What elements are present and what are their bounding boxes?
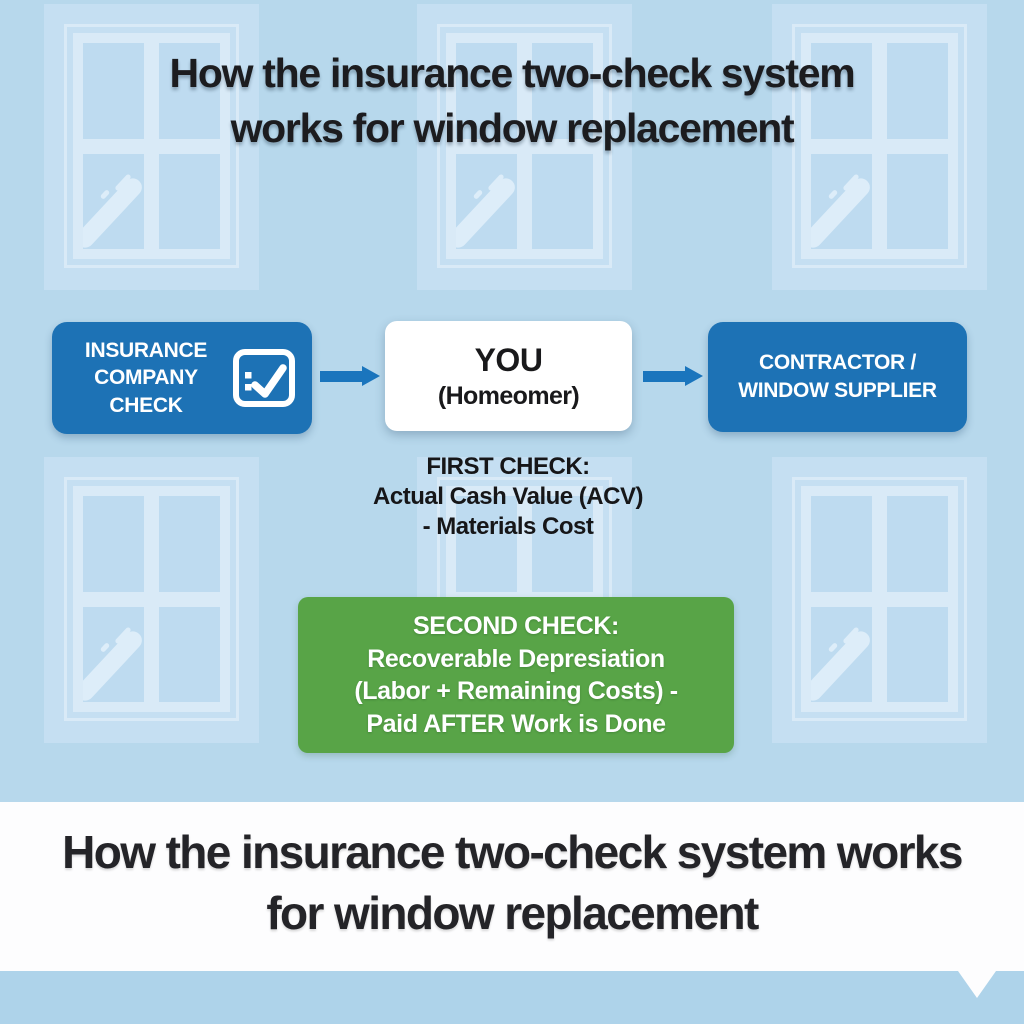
window-pane [811, 496, 872, 592]
window-pane [456, 153, 517, 249]
you-box-subtitle: (Homeomer) [437, 381, 580, 410]
window-pane [456, 496, 517, 592]
window-frame [792, 477, 967, 721]
glass-glare-dash [99, 188, 111, 200]
window-pane [811, 43, 872, 139]
contractor-supplier-box: CONTRACTOR / WINDOW SUPPLIER [708, 322, 967, 432]
window-pane [887, 153, 948, 249]
window-pane [83, 43, 144, 139]
window-pane [811, 153, 872, 249]
glass-glare [811, 174, 872, 249]
label-line: CONTRACTOR / [758, 350, 916, 374]
title-line: How the insurance two-check system [169, 50, 856, 96]
glass-glare [83, 174, 144, 249]
first-check-line: - Materials Cost [422, 512, 594, 540]
window-illustration [772, 457, 987, 743]
window-frame [64, 477, 239, 721]
you-box-title: YOU [474, 341, 543, 378]
window-pane [887, 496, 948, 592]
window-pane [532, 43, 593, 139]
label-line: CHECK [109, 393, 183, 417]
insurance-company-check-box: INSURANCE COMPANY CHECK [52, 322, 312, 434]
glass-glare [83, 627, 144, 702]
first-check-line: Actual Cash Value (ACV) [373, 482, 643, 510]
window-frame [64, 24, 239, 268]
second-check-line: (Labor + Remaining Costs) - [354, 677, 678, 705]
window-panes [446, 33, 603, 259]
arrow-shaft [320, 371, 362, 382]
window-pane [159, 153, 220, 249]
window-illustration [44, 457, 259, 743]
window-illustration [772, 4, 987, 290]
window-pane [811, 606, 872, 702]
label-line: INSURANCE [84, 339, 208, 363]
insurance-company-check-label: INSURANCE COMPANY CHECK [52, 337, 232, 419]
first-check-line: FIRST CHECK: [426, 453, 590, 480]
bottom-strip [0, 971, 1024, 1024]
window-pane [83, 606, 144, 702]
arrow-head [362, 366, 380, 386]
window-pane [83, 496, 144, 592]
glass-glare-dash [827, 641, 839, 653]
band-tail-pointer [958, 971, 996, 998]
label-line: WINDOW SUPPLIER [738, 379, 937, 402]
window-panes [73, 486, 230, 712]
window-pane [83, 153, 144, 249]
glass-glare-dash [99, 641, 111, 653]
page-title-top: How the insurance two-check system works… [0, 46, 1024, 156]
window-panes [801, 486, 958, 712]
window-illustration [417, 4, 632, 290]
title-line: works for window replacement [230, 104, 795, 151]
window-frame [792, 24, 967, 268]
checklist-checkbox-icon [233, 349, 295, 407]
window-pane [532, 496, 593, 592]
label-line: COMPANY [94, 366, 198, 390]
glass-glare-dash [827, 188, 839, 200]
second-check-line: Recoverable Depresiation [367, 644, 665, 673]
window-frame [437, 24, 612, 268]
first-check-note: FIRST CHECK: Actual Cash Value (ACV) - M… [298, 452, 718, 541]
bottom-title-band: How the insurance two-check system works… [0, 802, 1024, 971]
glass-glare [456, 174, 517, 249]
window-panes [73, 33, 230, 259]
glass-glare [811, 627, 872, 702]
window-pane [159, 496, 220, 592]
window-panes [801, 33, 958, 259]
window-pane [159, 606, 220, 702]
window-pane [887, 43, 948, 139]
window-pane [532, 153, 593, 249]
arrow-shaft [643, 371, 685, 382]
page-title-bottom: How the insurance two-check system works… [0, 822, 1024, 943]
glass-glare-dash [472, 188, 484, 200]
window-illustration [44, 4, 259, 290]
title-line: for window replacement [266, 886, 759, 939]
you-homeowner-box: YOU (Homeomer) [385, 321, 632, 431]
title-line: How the insurance two-check system works [62, 826, 963, 878]
window-pane [159, 43, 220, 139]
window-pane [887, 606, 948, 702]
arrow-head [685, 366, 703, 386]
second-check-box: SECOND CHECK: Recoverable Depresiation (… [298, 597, 734, 753]
second-check-line: Paid AFTER Work is Done [366, 709, 666, 738]
second-check-line: SECOND CHECK: [413, 612, 619, 640]
window-pane [456, 43, 517, 139]
